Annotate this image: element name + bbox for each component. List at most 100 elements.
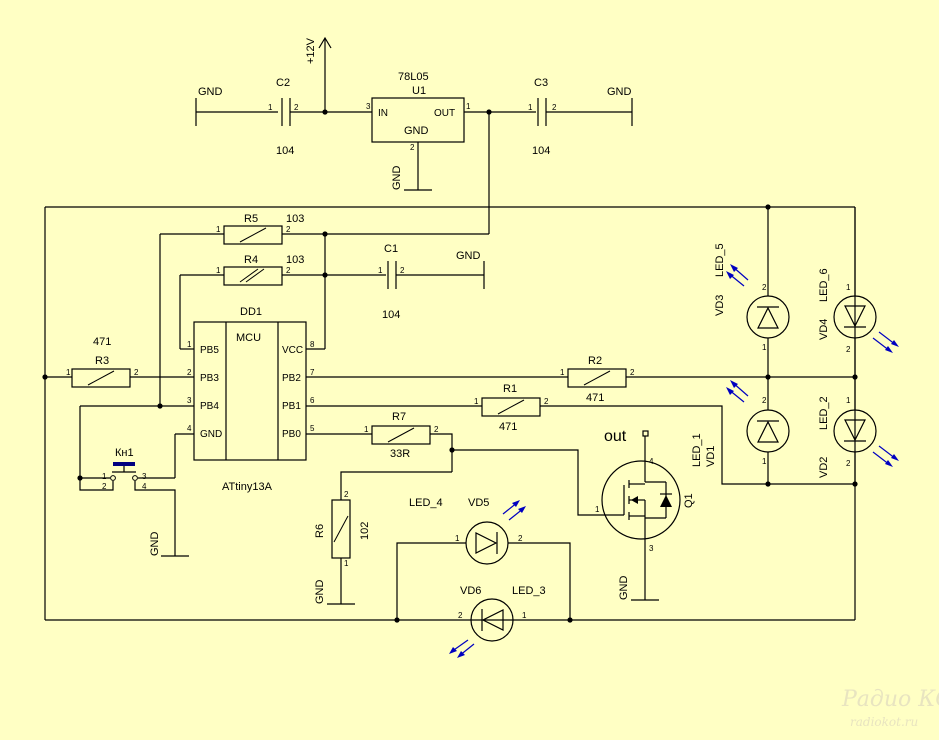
c3-value: 104 [532,145,550,157]
vd6-name: LED_3 [512,585,546,597]
u1-ref: U1 [412,85,426,97]
svg-text:2: 2 [458,611,463,620]
r6-value: 102 [359,522,371,540]
svg-text:1: 1 [66,368,71,377]
svg-text:1: 1 [344,559,349,568]
r5-value: 103 [286,213,304,225]
svg-text:GND: GND [391,166,403,191]
svg-text:2: 2 [286,225,291,234]
led-vd5: LED_4 VD5 1 2 [396,497,571,620]
svg-text:2: 2 [410,143,415,152]
svg-text:2: 2 [344,490,349,499]
svg-text:1: 1 [102,472,107,481]
u1-part: 78L05 [398,71,429,83]
svg-text:3: 3 [649,544,654,553]
button-ref: Кн1 [115,447,134,459]
mcu-title: MCU [236,332,261,344]
capacitor-c3: C3 104 GND 1 2 [528,77,633,157]
r4-ref: R4 [244,254,258,266]
vd5-name: LED_4 [409,497,443,509]
led-vd4: VD4 LED_6 1 2 [818,268,899,354]
vd1-ref: VD1 [705,446,717,467]
svg-text:1: 1 [762,457,767,466]
svg-text:4: 4 [187,424,192,433]
r7-ref: R7 [392,411,406,423]
vd2-name: LED_2 [818,396,830,430]
svg-text:GND: GND [200,429,222,440]
svg-text:1: 1 [466,102,471,111]
svg-text:5: 5 [310,424,315,433]
svg-text:1: 1 [268,103,273,112]
r3-value: 471 [93,336,111,348]
svg-text:1: 1 [364,425,369,434]
mosfet-q1: out GND Q1 4 3 1 [595,428,695,601]
svg-text:1: 1 [522,611,527,620]
svg-text:3: 3 [187,396,192,405]
svg-text:PB2: PB2 [282,373,301,384]
r2-ref: R2 [588,355,602,367]
mcu-part: ATtiny13A [222,481,273,493]
power-section: GND C2 104 1 2 +12V 78L05 U1 IN OUT GND … [195,36,633,234]
svg-text:1: 1 [474,397,479,406]
r5-ref: R5 [244,213,258,225]
svg-text:1: 1 [846,283,851,292]
vd4-name: LED_6 [818,268,830,302]
q1-ref: Q1 [683,493,695,508]
svg-text:2: 2 [552,103,557,112]
svg-text:GND: GND [618,576,630,601]
mcu-ref: DD1 [240,306,262,318]
svg-text:2: 2 [134,368,139,377]
svg-text:4: 4 [649,457,654,466]
svg-text:2: 2 [846,345,851,354]
r2-value: 471 [586,392,604,404]
vd6-light-arrows [449,639,475,658]
svg-text:1: 1 [560,368,565,377]
resistor-r7: R7 33R 1 2 [306,411,453,472]
svg-text:GND: GND [456,250,481,262]
svg-text:8: 8 [310,340,315,349]
svg-text:2: 2 [434,425,439,434]
r4-value: 103 [286,254,304,266]
svg-text:VCC: VCC [282,345,303,356]
svg-text:2: 2 [187,368,192,377]
r1-ref: R1 [503,383,517,395]
capacitor-c1: C1 104 GND 1 2 [378,243,485,321]
watermark-title: Радио КОТ [841,687,939,712]
svg-text:2: 2 [294,103,299,112]
vd5-light-arrows [502,500,526,521]
push-button-kn1: Кн1 GND 1 2 3 4 [79,433,194,557]
svg-text:GND: GND [404,125,429,137]
svg-text:1: 1 [528,103,533,112]
svg-text:2: 2 [102,482,107,491]
svg-text:2: 2 [762,396,767,405]
c2-ref: C2 [276,77,290,89]
svg-text:7: 7 [310,368,315,377]
vd6-ref: VD6 [460,585,481,597]
svg-text:1: 1 [846,396,851,405]
supply-12v: +12V [305,36,332,115]
resistor-r2: R2 471 1 2 [306,355,855,404]
supply-label: +12V [305,37,317,64]
vd2-light-arrows [872,445,899,467]
vd4-ref: VD4 [818,319,830,340]
svg-text:4: 4 [142,482,147,491]
svg-text:3: 3 [142,472,147,481]
svg-text:1: 1 [216,266,221,275]
resistor-r4: R4 103 1 2 [180,254,386,286]
r6-ref: R6 [314,524,326,538]
svg-text:2: 2 [846,459,851,468]
vd2-ref: VD2 [818,457,830,478]
svg-text:OUT: OUT [434,108,455,119]
r7-value: 33R [390,448,410,460]
svg-text:1: 1 [187,340,192,349]
regulator-u1: 78L05 U1 IN OUT GND 3 1 2 GND [366,71,471,191]
svg-text:GND: GND [607,86,632,98]
svg-text:PB3: PB3 [200,373,219,384]
svg-text:1: 1 [216,225,221,234]
led-vd6: VD6 LED_3 2 1 [449,585,546,658]
c3-ref: C3 [534,77,548,89]
svg-text:3: 3 [366,102,371,111]
svg-text:2: 2 [400,266,405,275]
resistor-r5: R5 103 1 2 [160,213,489,245]
capacitor-c2: C2 104 1 2 [268,77,372,157]
